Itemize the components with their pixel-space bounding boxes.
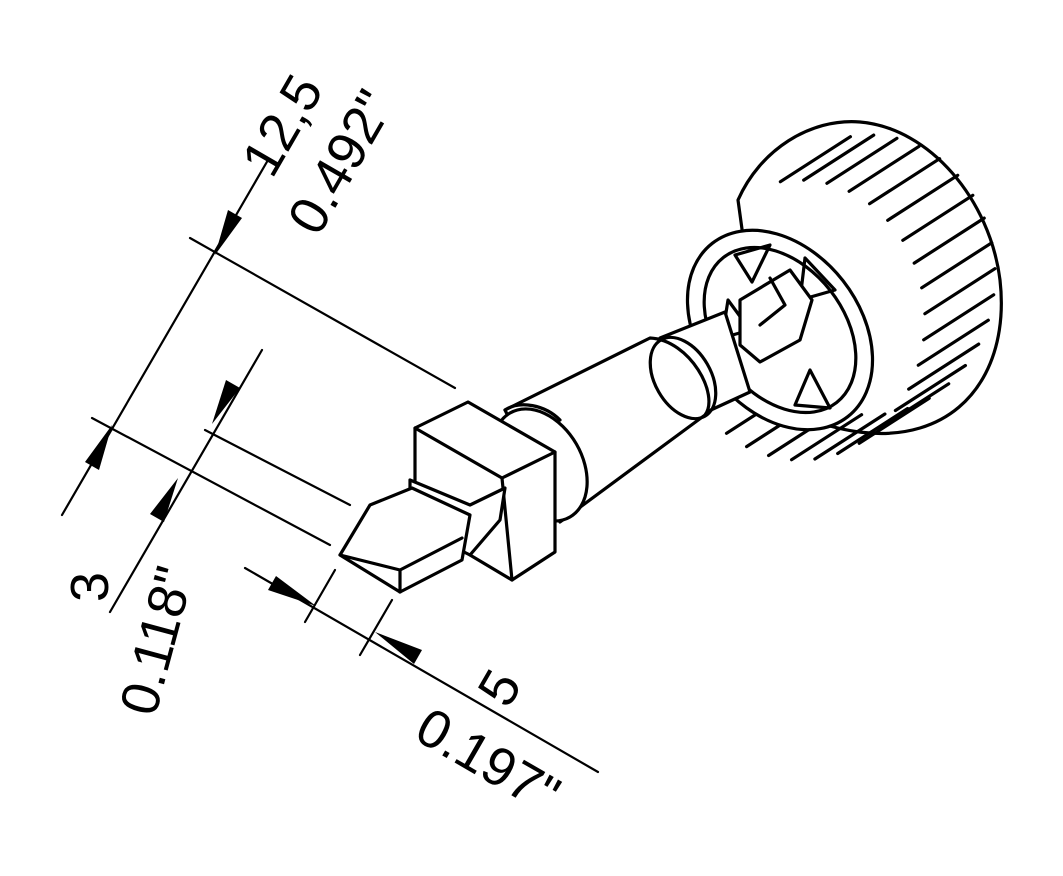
width-inch-label: 0.197": [406, 696, 570, 825]
knurl-rib: [789, 413, 864, 462]
knurl-rib: [893, 363, 968, 413]
length-dimension: [60, 158, 457, 547]
knurl-rib: [916, 318, 990, 367]
chisel-tip: [338, 400, 557, 594]
knurl-rib: [920, 241, 994, 290]
knurled-nut: [685, 120, 1003, 462]
knurl-rib: [778, 135, 853, 184]
thickness-dimension: [108, 348, 352, 614]
knurl-rib: [922, 293, 996, 342]
knurl-rib: [886, 173, 960, 222]
knurl-rib: [836, 406, 910, 456]
knurl-rib: [907, 342, 981, 391]
knurl-rib: [923, 267, 997, 316]
knurl-rib: [802, 133, 876, 182]
thickness-mm-label: 3: [60, 572, 120, 602]
knurl-rib: [857, 396, 931, 445]
knurl-rib: [847, 144, 921, 193]
width-dimension: [243, 566, 600, 774]
thickness-inch-label: 0.118": [109, 560, 206, 721]
knurl-rib: [825, 136, 899, 185]
knurl-rib: [867, 157, 942, 206]
knurl-rib: [901, 193, 975, 242]
knurl-rib: [813, 412, 887, 461]
width-mm-label: 5: [466, 660, 533, 716]
knurl-rib: [912, 216, 986, 265]
